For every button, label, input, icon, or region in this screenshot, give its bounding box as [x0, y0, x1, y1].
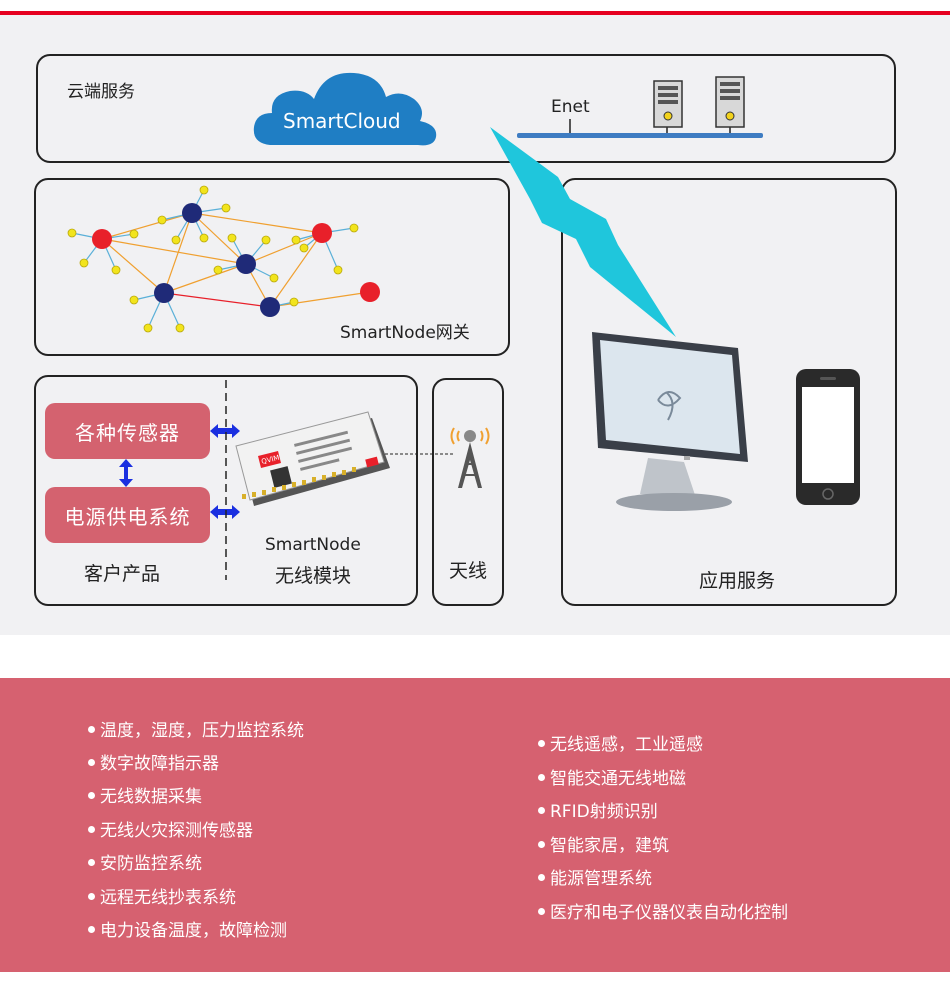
server-icon: [653, 80, 683, 128]
app-services-label: 应用服务: [699, 570, 776, 592]
bullet-icon: [88, 825, 95, 833]
gateway-title: SmartNode网关: [340, 323, 470, 343]
feature-item: 无线火灾探测传感器: [88, 816, 253, 841]
cloud-label: SmartCloud: [283, 109, 401, 133]
mesh-network: [67, 185, 380, 333]
bullet-icon: [88, 791, 95, 799]
bullet-icon: [88, 925, 95, 933]
feature-item: 电力设备温度，故障检测: [88, 916, 287, 941]
feature-item: 无线数据采集: [88, 782, 202, 807]
customer-product-label: 客户产品: [84, 563, 161, 585]
module-label-cn: 无线模块: [275, 565, 352, 587]
antenna-label: 天线: [449, 560, 488, 582]
cloud-icon: [253, 72, 437, 146]
enet-label: Enet: [551, 97, 590, 117]
power-supply-block: 电源供电系统: [45, 487, 210, 543]
feature-item: 智能交通无线地磁: [538, 764, 686, 789]
enet-line: [517, 119, 763, 138]
bullet-icon: [88, 758, 95, 766]
feature-item: 无线遥感，工业遥感: [538, 730, 703, 755]
feature-item: 医疗和电子仪器仪表自动化控制: [538, 898, 788, 923]
bullet-icon: [538, 907, 545, 915]
sensors-block: 各种传感器: [45, 403, 210, 459]
server-icon: [715, 76, 745, 128]
feature-item: 数字故障指示器: [88, 749, 219, 774]
antenna-tower-icon: [450, 427, 490, 488]
feature-item: RFID射频识别: [538, 797, 658, 822]
antenna-panel: [432, 378, 504, 606]
module-label-en: SmartNode: [265, 535, 361, 555]
bullet-icon: [538, 773, 545, 781]
bullet-icon: [538, 739, 545, 747]
feature-item: 安防监控系统: [88, 849, 202, 874]
signal-link-dashed: [385, 453, 455, 455]
bullet-icon: [88, 892, 95, 900]
bullet-icon: [88, 725, 95, 733]
feature-item: 能源管理系统: [538, 864, 652, 889]
top-accent-bar: [0, 11, 950, 15]
application-features-section: 温度，湿度，压力监控系统 数字故障指示器 无线数据采集 无线火灾探测传感器 安防…: [0, 678, 950, 972]
feature-item: 远程无线抄表系统: [88, 883, 236, 908]
divider-dashed: [225, 380, 227, 580]
horizontal-arrow-icon: [210, 505, 240, 519]
smartphone-icon: [796, 369, 860, 505]
architecture-diagram: 云端服务 SmartCloud Enet: [0, 15, 950, 635]
feature-item: 智能家居，建筑: [538, 831, 669, 856]
horizontal-arrow-icon: [210, 424, 240, 438]
feature-item: 温度，湿度，压力监控系统: [88, 716, 304, 741]
wireless-lightning-icon: [490, 127, 676, 337]
cloud-services-panel: [36, 54, 896, 163]
monitor-icon: [592, 332, 748, 511]
cloud-services-title: 云端服务: [67, 82, 135, 102]
wireless-module-chip: QVIM: [235, 411, 390, 506]
bullet-icon: [538, 806, 545, 814]
bullet-icon: [88, 858, 95, 866]
vertical-arrow-icon: [119, 459, 133, 487]
bullet-icon: [538, 840, 545, 848]
bullet-icon: [538, 873, 545, 881]
